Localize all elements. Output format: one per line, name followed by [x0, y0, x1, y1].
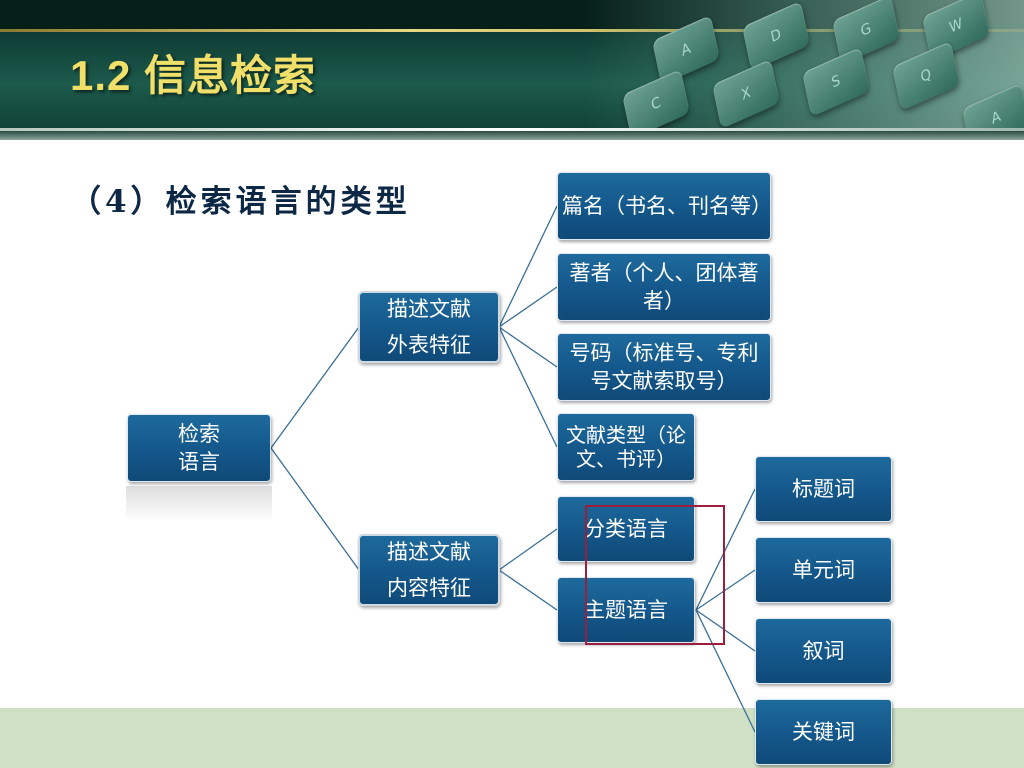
connector-branch1-child-2	[498, 286, 558, 328]
section-heading: （4）检索语言的类型	[70, 184, 411, 220]
header-banner: A D G W C X S Q A 1.2 信息检索	[0, 0, 1024, 140]
connector-subject-term-2	[695, 569, 756, 611]
connector-branch1-child-3	[498, 326, 558, 368]
connector-branch1-child-4	[498, 326, 558, 448]
header-divider	[0, 128, 1024, 131]
subject-term-node: 单元词	[755, 537, 892, 603]
leaf-node-classification-language: 分类语言	[557, 496, 695, 562]
header-gold-line	[0, 29, 1024, 32]
root-node-reflection	[126, 486, 272, 522]
subject-term-node: 叙词	[755, 618, 892, 684]
connector-subject-term-3	[695, 609, 756, 652]
subject-term-node: 标题词	[755, 456, 892, 522]
keyboard-decoration: A D G W C X S Q A	[584, 0, 1024, 140]
connector-branch2-child-1	[498, 528, 558, 571]
connector-subject-term-4	[695, 609, 756, 733]
highlight-box	[585, 505, 725, 645]
connector-branch2-child-2	[498, 569, 558, 611]
slide-title: 1.2 信息检索	[70, 52, 317, 99]
header-shadow	[0, 131, 1024, 140]
connector-root-branch-2	[270, 447, 360, 571]
subject-term-node: 关键词	[755, 699, 892, 765]
connector-root-branch-1	[270, 326, 360, 449]
leaf-node-doc-type: 文献类型（论文、书评）	[557, 413, 695, 481]
root-node: 检索 语言	[127, 414, 271, 482]
branch-node-content: 描述文献 内容特征	[358, 534, 500, 606]
connector-branch1-child-1	[498, 205, 558, 328]
leaf-node-title: 篇名（书名、刊名等）	[557, 172, 772, 240]
leaf-node-number: 号码（标准号、专利号文献索取号）	[557, 333, 771, 401]
branch-node-external: 描述文献 外表特征	[358, 291, 500, 363]
leaf-node-subject-language: 主题语言	[557, 577, 695, 643]
leaf-node-author: 著者（个人、团体著者）	[557, 253, 771, 321]
connector-subject-term-1	[695, 488, 756, 611]
